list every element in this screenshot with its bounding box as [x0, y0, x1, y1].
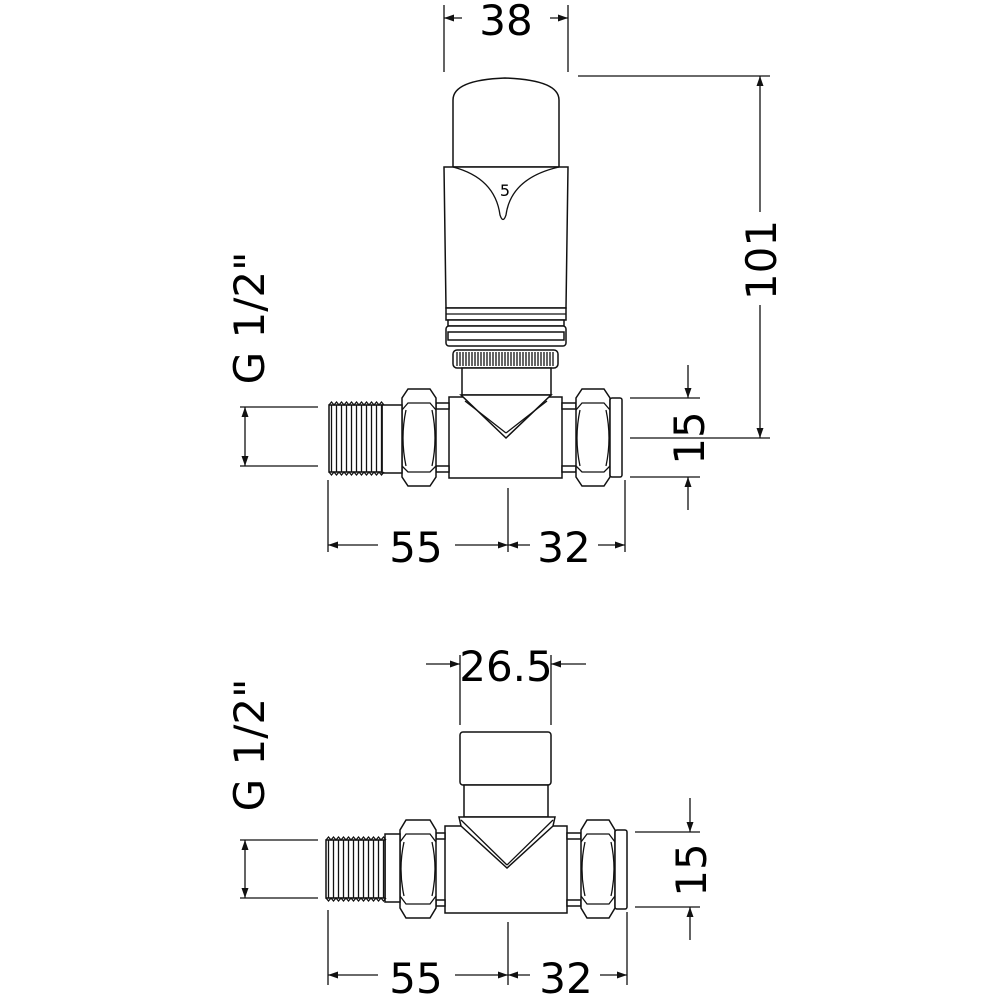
valve-cap: [459, 731, 552, 786]
thread-shoulder: [381, 404, 403, 474]
valve-stem: [463, 784, 549, 818]
dimension-width-38: 38: [443, 0, 569, 72]
thread-size-label: G 1/2": [225, 679, 274, 812]
thread-size-label: G 1/2": [225, 252, 274, 385]
left-compression-nut: [401, 388, 450, 487]
dimension-height-101: 101: [578, 75, 786, 439]
knurl-pattern: [456, 352, 554, 366]
width-dimension-label: 38: [479, 0, 532, 45]
right-length-label: 32: [539, 954, 592, 1000]
right-compression-nut: [566, 819, 628, 919]
left-length-label: 55: [389, 954, 442, 1000]
width-dimension-label: 26.5: [459, 642, 553, 691]
left-compression-nut: [399, 819, 446, 919]
head-setting-number: 5: [500, 181, 510, 200]
left-length-label: 55: [389, 523, 442, 572]
dimension-lengths-bottom: 55 32: [327, 910, 628, 1000]
dimension-thread-top: G 1/2": [225, 252, 318, 467]
head-collar-rings: [445, 307, 567, 347]
thermostatic-valve-front-view: 5: [328, 77, 623, 487]
male-thread: [328, 400, 385, 477]
thread-shoulder: [384, 833, 401, 903]
pipe-dimension-label: 15: [665, 411, 714, 464]
right-length-label: 32: [537, 523, 590, 572]
dimension-width-26-5: 26.5: [426, 642, 586, 725]
height-dimension-label: 101: [737, 220, 786, 300]
thermostatic-head-cap: [452, 77, 560, 168]
valve-stem: [461, 367, 552, 396]
manual-valve-front-view: [325, 731, 628, 919]
dimension-lengths-top: 55 32: [327, 480, 626, 572]
dimension-pipe-15-top: 15: [630, 365, 714, 510]
valve-chevron: [459, 394, 553, 440]
setting-indicator-notch: [452, 166, 560, 221]
dimension-thread-bottom: G 1/2": [225, 679, 318, 899]
dimension-pipe-15-bottom: 15: [635, 798, 716, 940]
right-compression-nut: [561, 388, 623, 487]
pipe-dimension-label: 15: [667, 843, 716, 896]
male-thread: [325, 835, 387, 903]
valve-chevron: [458, 816, 556, 870]
